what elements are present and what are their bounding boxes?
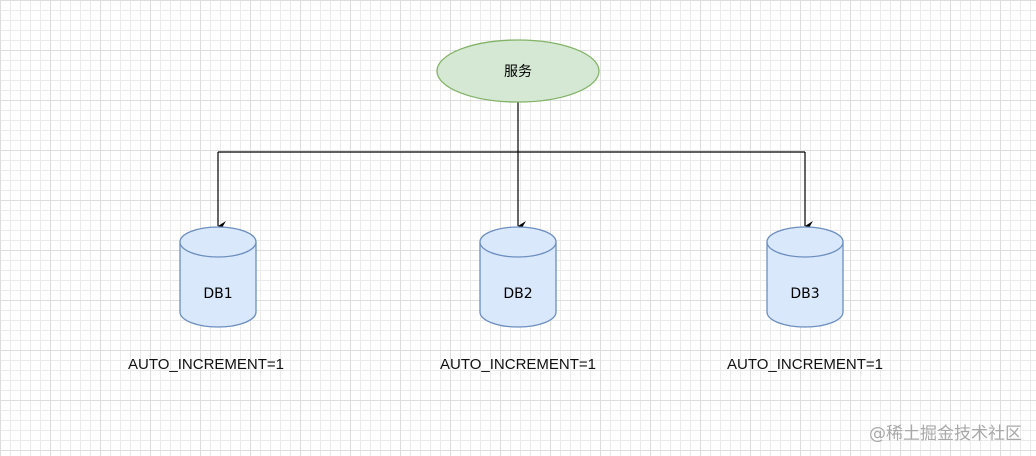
db3-body [766,242,844,328]
db2-cylinder[interactable]: DB2 [479,226,557,328]
db3-top [766,226,844,258]
db1-note: AUTO_INCREMENT=1 [127,356,285,373]
db3-cylinder[interactable]: DB3 [766,226,844,328]
db1-top [179,226,257,258]
db3-note: AUTO_INCREMENT=1 [726,356,884,373]
db2-top [479,226,557,258]
db2-label: DB2 [503,286,532,302]
service-ellipse [436,39,600,103]
connectors [217,102,813,231]
watermark: @稀土掘金技术社区 [869,424,1022,444]
db1-cylinder[interactable]: DB1 [179,226,257,328]
db3-label: DB3 [790,286,819,302]
db1-body [179,242,257,328]
db1-label: DB1 [203,286,232,302]
service-label: 服务 [504,64,532,80]
db2-body [479,242,557,328]
service-node[interactable]: 服务 [436,39,600,103]
db2-note: AUTO_INCREMENT=1 [439,356,597,373]
